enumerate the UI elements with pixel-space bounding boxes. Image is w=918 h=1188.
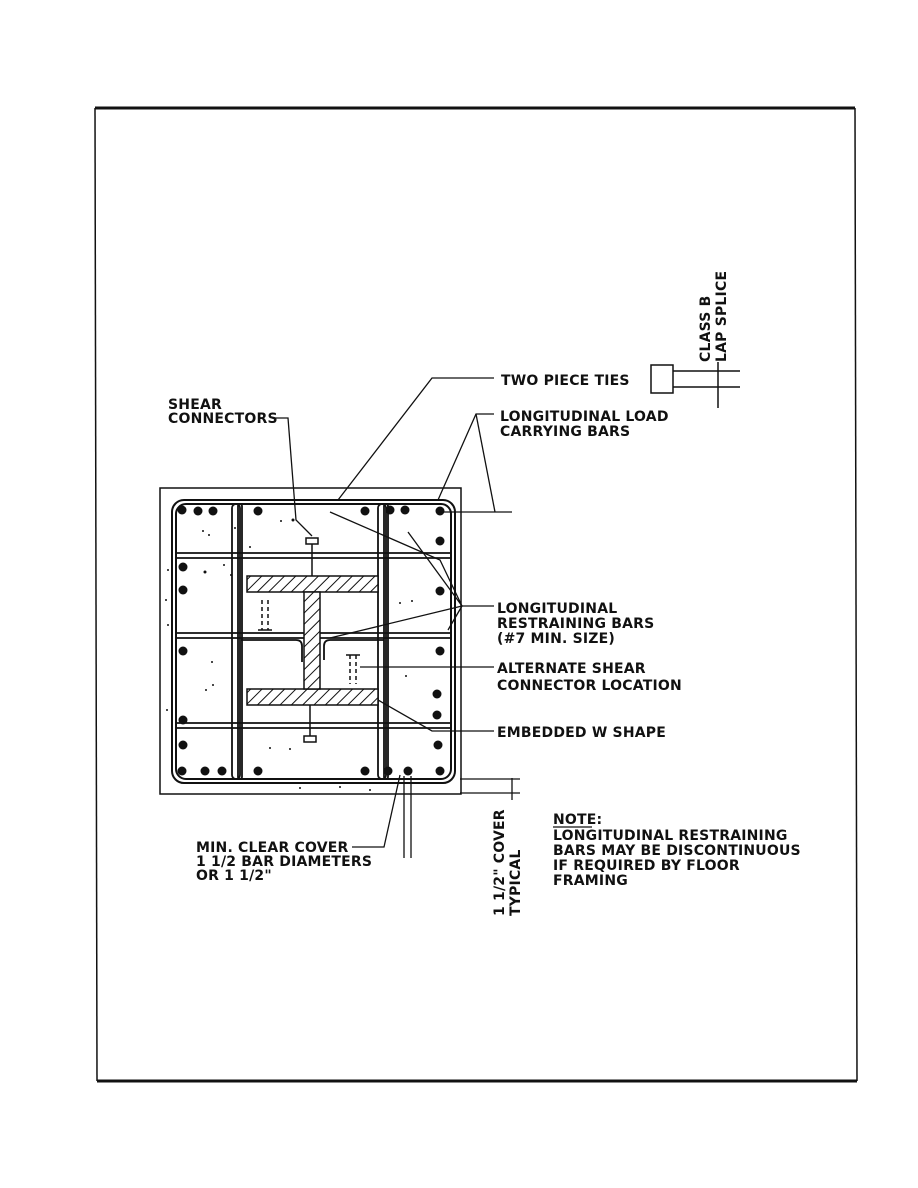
long-restraining-label-line3: (#7 MIN. SIZE) [497,631,615,647]
shear-connectors-label-line2: CONNECTORS [168,411,278,427]
restraining-bar-hooks [241,639,384,662]
leader-lines [272,377,520,858]
concrete-column-outline [159,487,462,795]
min-cover-label-line1: MIN. CLEAR COVER [196,840,348,856]
note-line-3: IF REQUIRED BY FLOOR [553,858,740,874]
shear-connectors [258,537,360,743]
long-load-bars-label-line2: CARRYING BARS [500,424,630,440]
page-border [94,106,858,1083]
two-piece-ties-label: TWO PIECE TIES [501,373,630,389]
alt-shear-label-line1: ALTERNATE SHEAR [497,661,646,677]
cover-label-line1: 1 1/2" COVER [492,809,508,916]
note-title: NOTE: [553,812,602,828]
longitudinal-bars [177,505,445,776]
alt-shear-label-line2: CONNECTOR LOCATION [497,678,682,694]
note-line-4: FRAMING [553,873,628,889]
shear-connectors-label-line1: SHEAR [168,397,222,413]
lap-splice-label: LAP SPLICE [714,271,730,362]
min-cover-label-line3: OR 1 1/2" [196,868,272,884]
note-line-2: BARS MAY BE DISCONTINUOUS [553,843,801,859]
min-cover-label-line2: 1 1/2 BAR DIAMETERS [196,854,372,870]
embedded-w-label: EMBEDDED W SHAPE [497,725,666,741]
note-line-1: LONGITUDINAL RESTRAINING [553,828,788,844]
long-restraining-label-line1: LONGITUDINAL [497,601,617,617]
note-block: NOTE: LONGITUDINAL RESTRAINING BARS MAY … [553,812,801,889]
lap-splice-detail [650,362,740,408]
long-restraining-label-line2: RESTRAINING BARS [497,616,654,632]
aggregate-texture [165,518,413,791]
long-load-bars-label-line1: LONGITUDINAL LOAD [500,409,669,425]
embedded-w-shape [246,575,379,706]
class-b-label: CLASS B [698,295,714,362]
cover-label-line2: TYPICAL [508,849,524,916]
perimeter-tie [171,499,456,784]
